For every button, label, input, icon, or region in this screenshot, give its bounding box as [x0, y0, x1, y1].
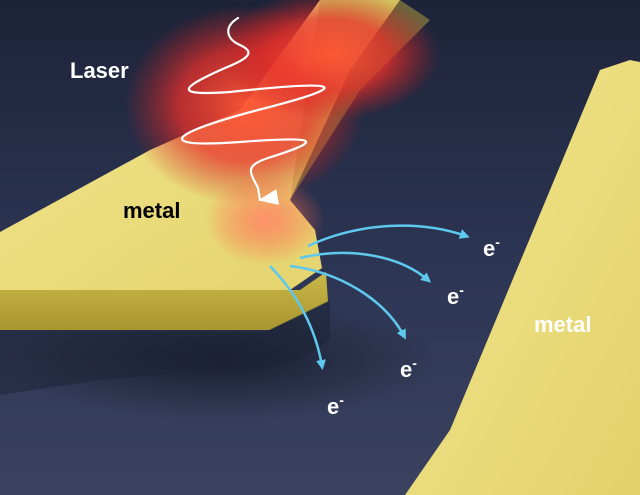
laser-label: Laser: [70, 58, 129, 83]
electron-path-2: [299, 251, 432, 283]
electron-label-4: e-: [327, 392, 344, 419]
electron-trajectories: [269, 224, 470, 370]
metal-label-right: metal: [534, 312, 591, 337]
electron-path-4: [269, 265, 326, 370]
electron-label-2: e-: [447, 282, 464, 309]
metal-strip-right: [405, 60, 640, 495]
electron-path-1: [307, 224, 470, 248]
metal-label-left: metal: [123, 198, 180, 223]
electron-label-1: e-: [483, 234, 500, 261]
laser-glow-top: [220, 0, 440, 120]
laser-beam: [181, 16, 326, 205]
electron-path-3: [289, 264, 406, 340]
electron-label-3: e-: [400, 355, 417, 382]
tip-glow: [205, 175, 325, 265]
